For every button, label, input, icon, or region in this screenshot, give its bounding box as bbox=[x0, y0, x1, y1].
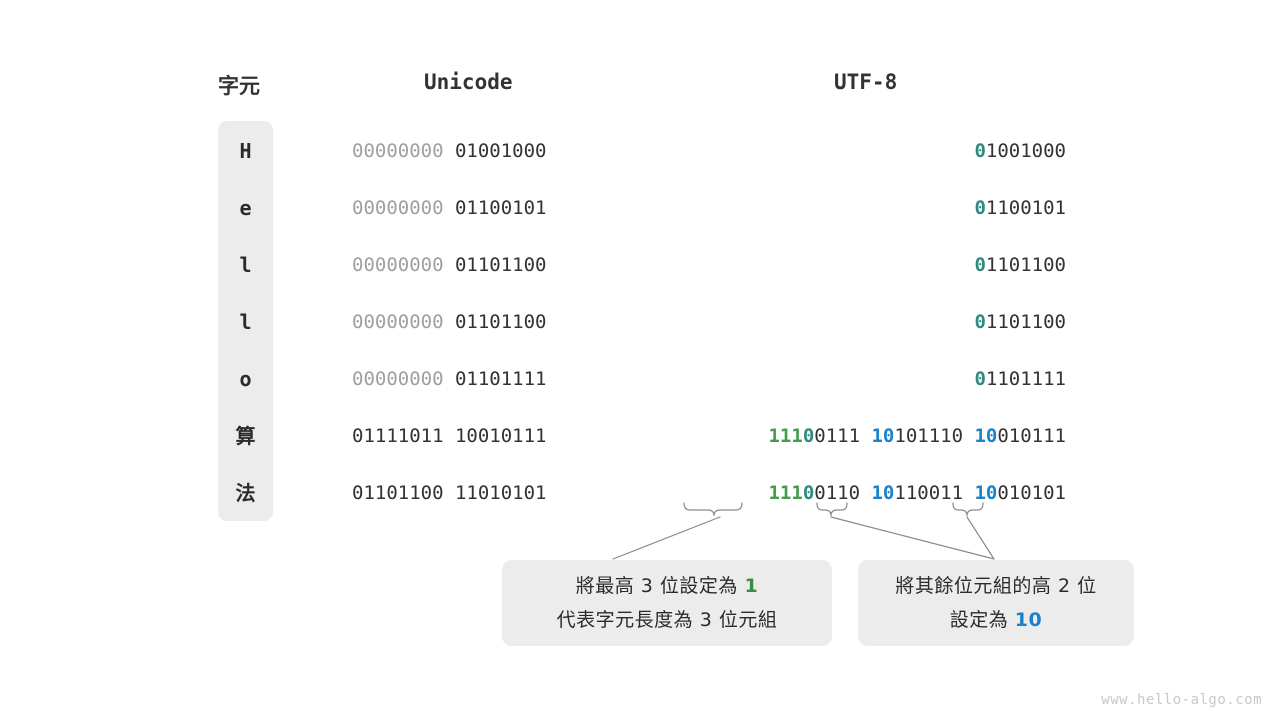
utf8-cell: 01101111 bbox=[974, 367, 1066, 391]
utf8-byte-prefix-terminator: 0 bbox=[802, 482, 815, 504]
utf8-byte-payload: 010101 bbox=[997, 482, 1066, 504]
character-cell: l bbox=[239, 253, 252, 277]
watermark: www.hello-algo.com bbox=[1101, 692, 1262, 708]
unicode-byte-1: 00000000 bbox=[352, 368, 444, 390]
unicode-byte-2: 01101100 bbox=[454, 311, 547, 333]
utf8-byte-prefix-terminator: 0 bbox=[802, 425, 815, 447]
annotation-box-continuation-bits: 將其餘位元組的高 2 位 設定為 10 bbox=[858, 560, 1134, 646]
utf8-byte-prefix: 111 bbox=[768, 482, 803, 504]
annotation-left-emphasis: 1 bbox=[744, 575, 759, 597]
column-header-unicode: Unicode bbox=[424, 70, 513, 94]
utf8-byte: 11100110 bbox=[768, 482, 860, 504]
utf8-byte: 10101110 bbox=[871, 425, 963, 447]
unicode-byte-1: 01111011 bbox=[352, 425, 444, 447]
character-cell: 算 bbox=[235, 424, 256, 448]
utf8-byte-payload: 1101111 bbox=[985, 368, 1066, 390]
annotation-right-line-1: 將其餘位元組的高 2 位 bbox=[895, 575, 1097, 597]
utf8-byte-prefix: 111 bbox=[768, 425, 803, 447]
unicode-byte-1: 00000000 bbox=[352, 140, 444, 162]
utf8-byte-payload: 1100101 bbox=[985, 197, 1066, 219]
unicode-cell: 00000000 01001000 bbox=[352, 139, 546, 163]
utf8-byte: 01001000 bbox=[974, 140, 1066, 162]
unicode-byte-2: 01100101 bbox=[454, 197, 547, 219]
unicode-byte-2: 01101100 bbox=[454, 254, 547, 276]
utf8-byte-payload: 0110 bbox=[814, 482, 861, 504]
utf8-byte: 11100111 bbox=[768, 425, 860, 447]
unicode-cell: 00000000 01101111 bbox=[352, 367, 546, 391]
utf8-cell: 11100110 10110011 10010101 bbox=[768, 481, 1066, 505]
utf8-byte-prefix: 10 bbox=[871, 425, 895, 447]
column-header-utf8: UTF-8 bbox=[834, 70, 898, 94]
unicode-cell: 01111011 10010111 bbox=[352, 424, 546, 448]
utf8-byte-prefix: 0 bbox=[974, 140, 986, 162]
unicode-byte-2: 11010101 bbox=[454, 482, 547, 504]
unicode-byte-1: 00000000 bbox=[352, 197, 444, 219]
utf8-byte: 01101111 bbox=[974, 368, 1066, 390]
annotation-right-emphasis: 10 bbox=[1014, 609, 1043, 631]
unicode-cell: 01101100 11010101 bbox=[352, 481, 546, 505]
utf8-byte-prefix: 10 bbox=[974, 425, 998, 447]
annotation-box-leading-bits: 將最高 3 位設定為 1 代表字元長度為 3 位元組 bbox=[502, 560, 832, 646]
unicode-byte-2: 10010111 bbox=[454, 425, 547, 447]
annotation-left-line-1-text: 將最高 3 位設定為 bbox=[575, 575, 745, 597]
character-column-chip bbox=[218, 121, 273, 521]
utf8-byte-prefix: 10 bbox=[871, 482, 895, 504]
utf8-byte: 01101100 bbox=[974, 254, 1066, 276]
utf8-byte-payload: 1001000 bbox=[985, 140, 1066, 162]
character-cell: l bbox=[239, 310, 252, 334]
unicode-cell: 00000000 01100101 bbox=[352, 196, 546, 220]
unicode-byte-1: 00000000 bbox=[352, 254, 444, 276]
annotation-left-line-1: 將最高 3 位設定為 1 bbox=[576, 569, 758, 603]
utf8-cell: 01101100 bbox=[974, 310, 1066, 334]
utf8-cell: 01101100 bbox=[974, 253, 1066, 277]
utf8-cell: 01001000 bbox=[974, 139, 1066, 163]
utf8-byte-prefix: 0 bbox=[974, 197, 986, 219]
utf8-byte: 01101100 bbox=[974, 311, 1066, 333]
character-cell: 法 bbox=[235, 481, 256, 505]
character-cell: H bbox=[239, 139, 252, 163]
utf8-byte-prefix: 10 bbox=[974, 482, 998, 504]
utf8-cell: 11100111 10101110 10010111 bbox=[768, 424, 1066, 448]
utf8-byte: 01100101 bbox=[974, 197, 1066, 219]
unicode-cell: 00000000 01101100 bbox=[352, 253, 546, 277]
utf8-byte: 10010101 bbox=[974, 482, 1066, 504]
utf8-byte-payload: 1101100 bbox=[985, 254, 1066, 276]
unicode-byte-2: 01101111 bbox=[454, 368, 547, 390]
utf8-byte-prefix: 0 bbox=[974, 368, 986, 390]
annotation-right-line-2-text: 設定為 bbox=[949, 609, 1015, 631]
utf8-byte-payload: 010111 bbox=[997, 425, 1066, 447]
utf8-byte-prefix: 0 bbox=[974, 254, 986, 276]
unicode-byte-2: 01001000 bbox=[454, 140, 547, 162]
character-cell: e bbox=[239, 196, 252, 220]
annotation-left-line-2: 代表字元長度為 3 位元組 bbox=[556, 609, 778, 631]
utf8-byte: 10010111 bbox=[974, 425, 1066, 447]
unicode-cell: 00000000 01101100 bbox=[352, 310, 546, 334]
utf8-cell: 01100101 bbox=[974, 196, 1066, 220]
utf8-byte-payload: 101110 bbox=[894, 425, 964, 447]
unicode-byte-1: 00000000 bbox=[352, 311, 444, 333]
utf8-byte-payload: 110011 bbox=[894, 482, 964, 504]
annotation-right-line-2: 設定為 10 bbox=[950, 603, 1043, 637]
column-header-character: 字元 bbox=[218, 74, 260, 98]
character-cell: o bbox=[239, 367, 252, 391]
utf8-byte-payload: 1101100 bbox=[985, 311, 1066, 333]
utf8-byte: 10110011 bbox=[871, 482, 963, 504]
utf8-byte-payload: 0111 bbox=[814, 425, 861, 447]
unicode-byte-1: 01101100 bbox=[352, 482, 444, 504]
utf8-byte-prefix: 0 bbox=[974, 311, 986, 333]
